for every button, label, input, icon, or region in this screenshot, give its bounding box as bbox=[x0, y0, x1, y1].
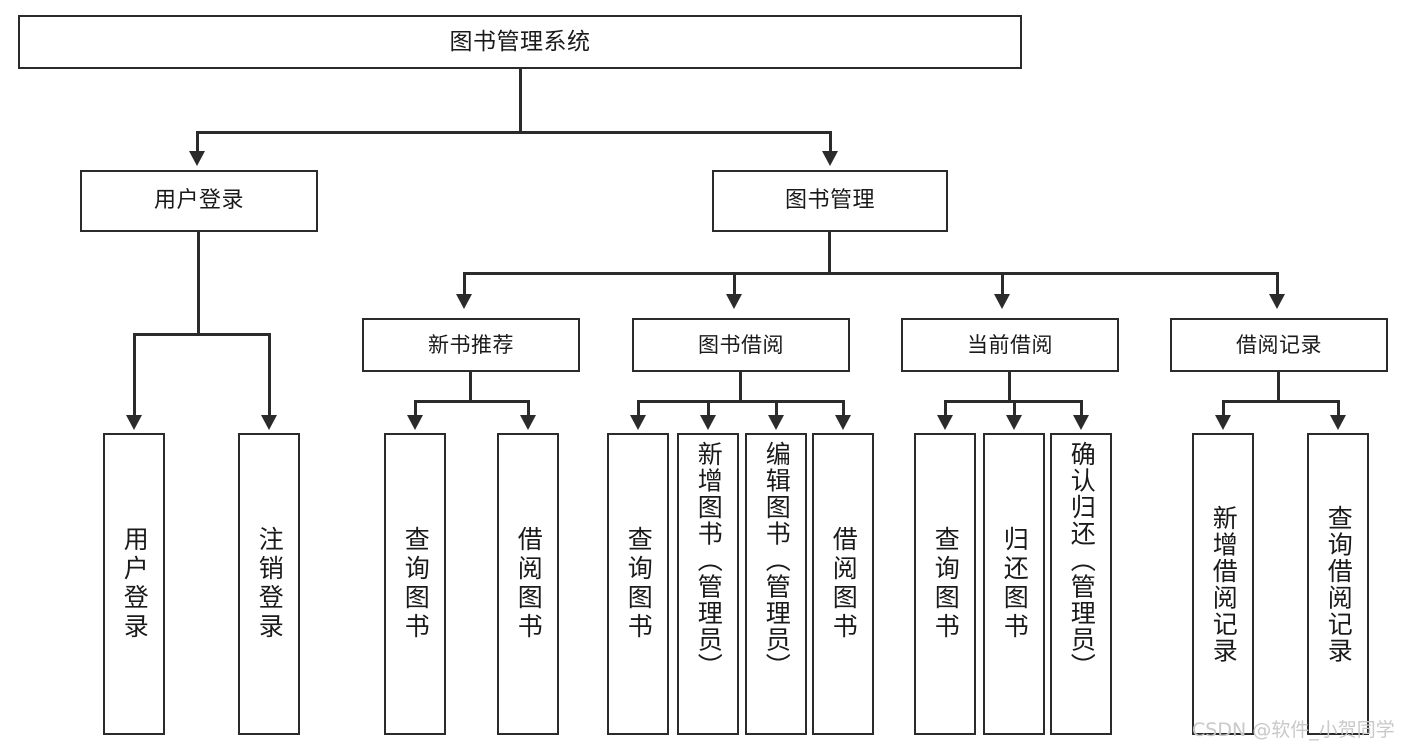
connector-root-bus bbox=[196, 131, 832, 134]
connector-cb-stem bbox=[1008, 372, 1011, 402]
connector-user-login-drop-2 bbox=[268, 333, 271, 415]
node-user-login[interactable]: 用户登录 bbox=[80, 170, 318, 232]
arrow-to-user-login bbox=[189, 151, 205, 166]
connector-nbr-bus bbox=[414, 400, 530, 403]
connector-book-management-bus bbox=[463, 272, 1279, 275]
connector-bb-bus bbox=[637, 400, 845, 403]
connector-bb-drop-4 bbox=[842, 400, 845, 415]
node-label: 新书推荐 bbox=[428, 332, 514, 357]
arrow-to-leaf-borrow-book-2 bbox=[835, 415, 851, 430]
node-label: 借阅图书 bbox=[514, 526, 544, 642]
connector-bm-drop-3 bbox=[1001, 272, 1004, 294]
connector-br-stem bbox=[1277, 372, 1280, 402]
connector-bm-drop-2 bbox=[733, 272, 736, 294]
leaf-query-borrow-record[interactable]: 查询借阅记录 bbox=[1307, 433, 1369, 735]
connector-br-drop-2 bbox=[1337, 400, 1340, 415]
node-label: 注销登录 bbox=[255, 526, 285, 642]
connector-bb-stem bbox=[739, 372, 742, 402]
connector-book-management-stem bbox=[828, 232, 831, 274]
arrow-to-book-management bbox=[822, 151, 838, 166]
leaf-edit-book-admin[interactable]: 编辑图书（管理员） bbox=[745, 433, 807, 735]
node-label: 新增借阅记录 bbox=[1209, 504, 1239, 664]
node-label: 编辑图书（管理员） bbox=[762, 441, 792, 680]
arrow-to-book-borrow bbox=[726, 294, 742, 309]
connector-nbr-drop-1 bbox=[414, 400, 417, 415]
node-label: 确认归还（管理员） bbox=[1067, 441, 1097, 680]
node-label: 图书管理系统 bbox=[449, 28, 591, 55]
leaf-query-book-recommend[interactable]: 查询图书 bbox=[384, 433, 446, 735]
node-label: 借阅记录 bbox=[1236, 332, 1322, 357]
node-label: 查询图书 bbox=[931, 526, 961, 642]
connector-br-drop-1 bbox=[1222, 400, 1225, 415]
node-borrow-record[interactable]: 借阅记录 bbox=[1170, 318, 1388, 372]
arrow-to-leaf-query-book-3 bbox=[937, 415, 953, 430]
arrow-to-leaf-user-login bbox=[126, 415, 142, 430]
arrow-to-borrow-record bbox=[1269, 294, 1285, 309]
leaf-borrow-book-recommend[interactable]: 借阅图书 bbox=[497, 433, 559, 735]
leaf-logout[interactable]: 注销登录 bbox=[238, 433, 300, 735]
leaf-query-book-borrow[interactable]: 查询图书 bbox=[607, 433, 669, 735]
arrow-to-leaf-query-book-1 bbox=[407, 415, 423, 430]
node-label: 归还图书 bbox=[1000, 526, 1030, 642]
connector-root-stem bbox=[519, 69, 522, 133]
arrow-to-leaf-confirm-return bbox=[1073, 415, 1089, 430]
node-label: 用户登录 bbox=[153, 188, 244, 214]
node-label: 图书借阅 bbox=[698, 332, 784, 357]
node-label: 借阅图书 bbox=[829, 526, 859, 642]
node-label: 新增图书（管理员） bbox=[694, 441, 724, 680]
node-label: 查询图书 bbox=[401, 526, 431, 642]
connector-bm-drop-1 bbox=[463, 272, 466, 294]
connector-bb-drop-1 bbox=[637, 400, 640, 415]
arrow-to-leaf-logout bbox=[261, 415, 277, 430]
arrow-to-leaf-add-record bbox=[1215, 415, 1231, 430]
node-book-management[interactable]: 图书管理 bbox=[712, 170, 948, 232]
arrow-to-leaf-query-book-2 bbox=[630, 415, 646, 430]
node-new-book-recommend[interactable]: 新书推荐 bbox=[362, 318, 580, 372]
node-current-borrow[interactable]: 当前借阅 bbox=[901, 318, 1119, 372]
connector-bb-drop-2 bbox=[707, 400, 710, 415]
connector-nbr-stem bbox=[469, 372, 472, 402]
leaf-add-borrow-record[interactable]: 新增借阅记录 bbox=[1192, 433, 1254, 735]
leaf-confirm-return-admin[interactable]: 确认归还（管理员） bbox=[1050, 433, 1112, 735]
leaf-user-login[interactable]: 用户登录 bbox=[103, 433, 165, 735]
connector-user-login-bus bbox=[133, 333, 271, 336]
arrow-to-leaf-edit-book bbox=[768, 415, 784, 430]
node-label: 用户登录 bbox=[120, 526, 150, 642]
connector-root-drop-1 bbox=[196, 131, 199, 151]
leaf-add-book-admin[interactable]: 新增图书（管理员） bbox=[677, 433, 739, 735]
node-label: 查询借阅记录 bbox=[1324, 504, 1354, 664]
connector-br-bus bbox=[1222, 400, 1340, 403]
leaf-return-book[interactable]: 归还图书 bbox=[983, 433, 1045, 735]
connector-user-login-stem bbox=[197, 232, 200, 335]
node-label: 查询图书 bbox=[624, 526, 654, 642]
leaf-query-book-current[interactable]: 查询图书 bbox=[914, 433, 976, 735]
arrow-to-leaf-borrow-book-1 bbox=[520, 415, 536, 430]
connector-bm-drop-4 bbox=[1276, 272, 1279, 294]
watermark-text: CSDN @软件_小贺同学 bbox=[1192, 719, 1395, 741]
connector-user-login-drop-1 bbox=[133, 333, 136, 415]
connector-root-drop-2 bbox=[829, 131, 832, 151]
connector-bb-drop-3 bbox=[775, 400, 778, 415]
arrow-to-current-borrow bbox=[994, 294, 1010, 309]
connector-cb-drop-3 bbox=[1080, 400, 1083, 415]
connector-nbr-drop-2 bbox=[527, 400, 530, 415]
node-label: 图书管理 bbox=[784, 188, 875, 214]
arrow-to-leaf-return-book bbox=[1006, 415, 1022, 430]
node-label: 当前借阅 bbox=[967, 332, 1053, 357]
leaf-borrow-book[interactable]: 借阅图书 bbox=[812, 433, 874, 735]
arrow-to-new-book-recommend bbox=[456, 294, 472, 309]
arrow-to-leaf-query-record bbox=[1330, 415, 1346, 430]
node-book-borrow[interactable]: 图书借阅 bbox=[632, 318, 850, 372]
arrow-to-leaf-add-book bbox=[700, 415, 716, 430]
node-root-book-management-system[interactable]: 图书管理系统 bbox=[18, 15, 1022, 69]
connector-cb-drop-2 bbox=[1013, 400, 1016, 415]
connector-cb-drop-1 bbox=[944, 400, 947, 415]
